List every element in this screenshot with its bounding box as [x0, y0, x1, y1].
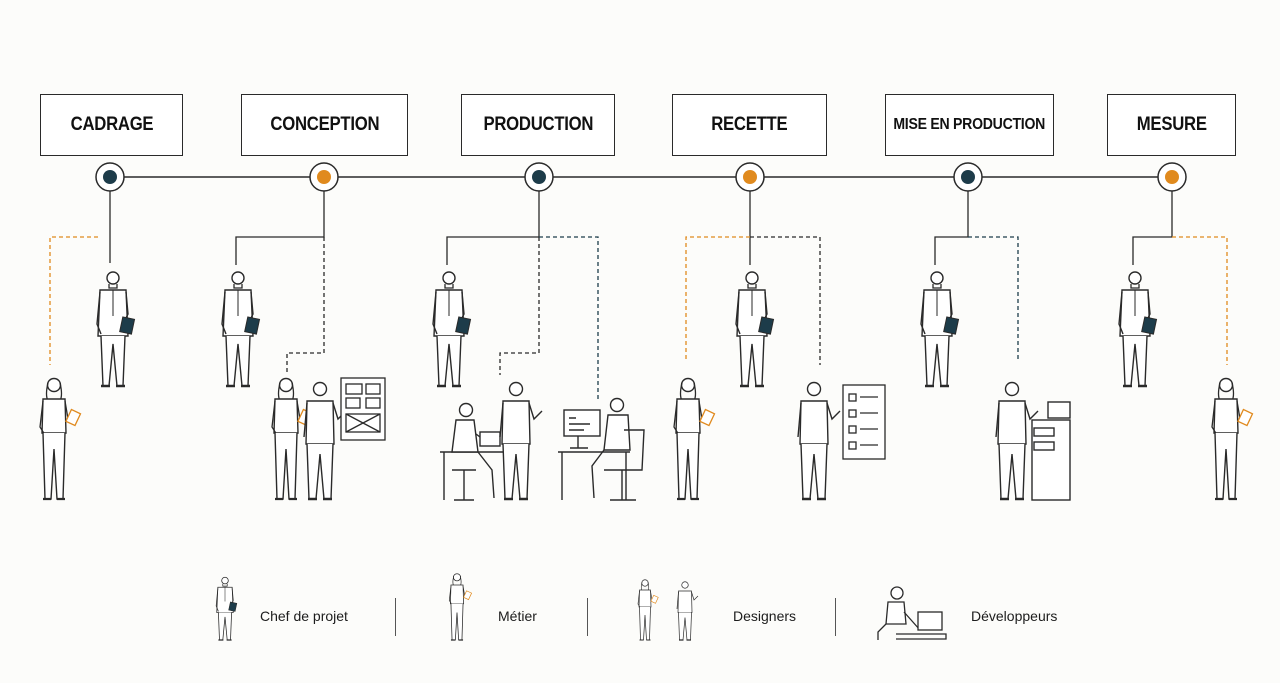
phase-label: MISE EN PRODUCTION: [893, 116, 1046, 133]
developer-icon: [877, 586, 947, 640]
legend-label-designers: Designers: [733, 608, 797, 624]
phase-box-production: PRODUCTION: [461, 94, 615, 156]
phase-box-mesure: MESURE: [1107, 94, 1236, 156]
legend-label-chef-de-projet: Chef de projet: [260, 608, 348, 624]
phase-label: MESURE: [1136, 114, 1207, 135]
phase-label: CONCEPTION: [270, 114, 379, 135]
legend-divider: [835, 598, 837, 636]
wireframe-board-icon: [340, 377, 386, 441]
phase-node-recette: [735, 162, 765, 192]
project-manager-figure: [1117, 270, 1158, 388]
developers-desk-figure: [440, 381, 645, 501]
phase-node-cadrage: [95, 162, 125, 192]
legend-divider: [395, 598, 397, 636]
project-manager-figure: [734, 270, 775, 388]
phase-box-recette: RECETTE: [672, 94, 827, 156]
business-user-figure: [1210, 377, 1254, 501]
project-manager-figure: [220, 270, 261, 388]
business-user-figure: [38, 377, 82, 501]
phase-box-mise-en-production: MISE EN PRODUCTION: [885, 94, 1054, 156]
phase-label: CADRAGE: [70, 114, 153, 135]
project-manager-figure: [431, 270, 472, 388]
legend-divider: [587, 598, 589, 636]
designers-icon: [637, 579, 699, 641]
phase-label: PRODUCTION: [483, 114, 593, 135]
project-manager-figure: [919, 270, 960, 388]
tester-figure: [796, 381, 842, 501]
project-manager-icon: [215, 576, 238, 641]
designers-figure: [270, 377, 348, 501]
phase-label: RECETTE: [711, 114, 788, 135]
phase-box-cadrage: CADRAGE: [40, 94, 183, 156]
business-user-figure: [672, 377, 716, 501]
developer-server-figure: [994, 381, 1071, 501]
connectors: [49, 191, 1228, 400]
project-manager-figure: [95, 270, 136, 388]
phase-node-production: [524, 162, 554, 192]
phase-node-mise-en-production: [953, 162, 983, 192]
legend-label-developpeurs: Développeurs: [971, 608, 1058, 624]
checklist-icon: [842, 384, 886, 460]
phase-node-mesure: [1157, 162, 1187, 192]
legend-label-metier: Métier: [498, 608, 537, 624]
phase-box-conception: CONCEPTION: [241, 94, 408, 156]
business-user-icon: [448, 573, 473, 641]
phase-node-conception: [309, 162, 339, 192]
